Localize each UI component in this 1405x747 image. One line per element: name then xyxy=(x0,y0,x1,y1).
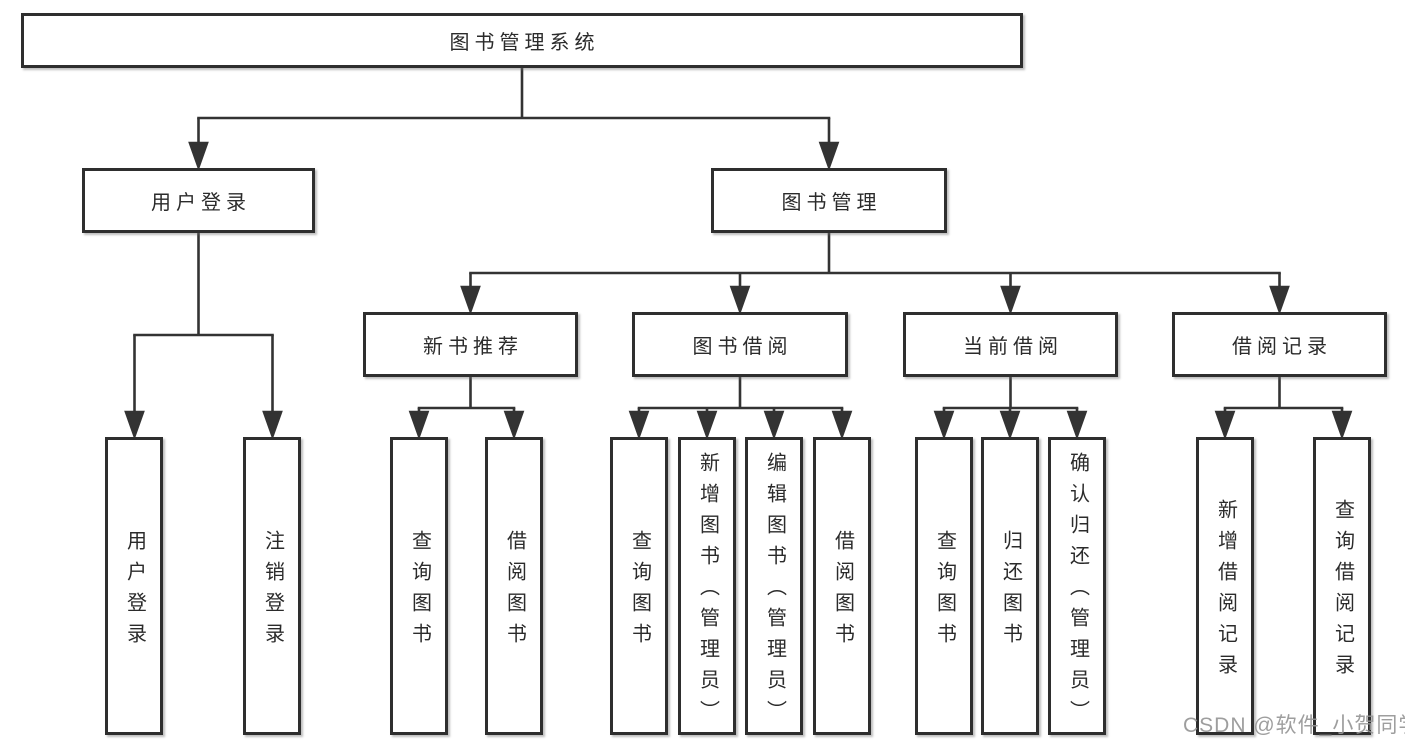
node-leaf-cb-confirm-return-admin-label: 确认归还（管理员） xyxy=(1066,452,1089,731)
node-leaf-bb-add-books-admin-label: 新增图书（管理员） xyxy=(696,452,719,731)
node-leaf-cb-return-books-label: 归还图书 xyxy=(999,529,1022,654)
node-borrow-records: 借阅记录 xyxy=(1172,312,1387,377)
node-leaf-logout-label: 注销登录 xyxy=(261,529,284,654)
node-library-system: 图书管理系统 xyxy=(21,13,1023,68)
node-leaf-bb-edit-books-admin: 编辑图书（管理员） xyxy=(745,437,803,735)
node-leaf-user-login-label: 用户登录 xyxy=(123,529,146,654)
node-leaf-user-login: 用户登录 xyxy=(105,437,163,735)
node-user-login-label: 用户登录 xyxy=(151,192,251,214)
node-current-borrow: 当前借阅 xyxy=(903,312,1118,377)
node-leaf-br-query-record-label: 查询借阅记录 xyxy=(1331,498,1354,685)
node-leaf-cb-return-books: 归还图书 xyxy=(981,437,1039,735)
node-user-login: 用户登录 xyxy=(82,168,315,233)
connector-group-book-management xyxy=(460,231,1290,315)
node-leaf-nb-borrow-books-label: 借阅图书 xyxy=(503,529,526,654)
node-library-system-label: 图书管理系统 xyxy=(449,32,600,54)
node-borrow-records-label: 借阅记录 xyxy=(1232,336,1332,358)
node-leaf-nb-borrow-books: 借阅图书 xyxy=(485,437,543,735)
connector-group-borrow-records xyxy=(1214,375,1353,440)
node-leaf-cb-query-books-label: 查询图书 xyxy=(933,529,956,654)
node-leaf-bb-query-books: 查询图书 xyxy=(610,437,668,735)
node-leaf-bb-query-books-label: 查询图书 xyxy=(628,529,651,654)
node-new-book-recommend: 新书推荐 xyxy=(363,312,578,377)
node-leaf-bb-add-books-admin: 新增图书（管理员） xyxy=(678,437,736,735)
watermark: CSDN @软件_小贺同学 xyxy=(1183,714,1405,737)
node-leaf-bb-edit-books-admin-label: 编辑图书（管理员） xyxy=(763,452,786,731)
node-leaf-bb-borrow-books-label: 借阅图书 xyxy=(831,529,854,654)
node-leaf-br-add-record-label: 新增借阅记录 xyxy=(1214,498,1237,685)
node-leaf-nb-query-books: 查询图书 xyxy=(390,437,448,735)
node-book-management-label: 图书管理 xyxy=(781,192,882,214)
node-leaf-nb-query-books-label: 查询图书 xyxy=(408,529,431,654)
node-new-book-recommend-label: 新书推荐 xyxy=(423,336,523,358)
connector-group-new-book-recommend xyxy=(408,375,525,440)
connector-group-user-login xyxy=(124,231,283,440)
node-leaf-cb-confirm-return-admin: 确认归还（管理员） xyxy=(1048,437,1106,735)
node-book-management: 图书管理 xyxy=(711,168,947,233)
node-current-borrow-label: 当前借阅 xyxy=(963,336,1063,358)
node-book-borrow-label: 图书借阅 xyxy=(692,336,793,358)
node-book-borrow: 图书借阅 xyxy=(632,312,848,377)
node-leaf-br-query-record: 查询借阅记录 xyxy=(1313,437,1371,735)
node-leaf-cb-query-books: 查询图书 xyxy=(915,437,973,735)
node-leaf-br-add-record: 新增借阅记录 xyxy=(1196,437,1254,735)
connector-group-root xyxy=(188,66,840,171)
node-leaf-bb-borrow-books: 借阅图书 xyxy=(813,437,871,735)
connector-group-current-borrow xyxy=(933,375,1088,440)
connector-group-book-borrow xyxy=(628,375,853,440)
node-leaf-logout: 注销登录 xyxy=(243,437,301,735)
